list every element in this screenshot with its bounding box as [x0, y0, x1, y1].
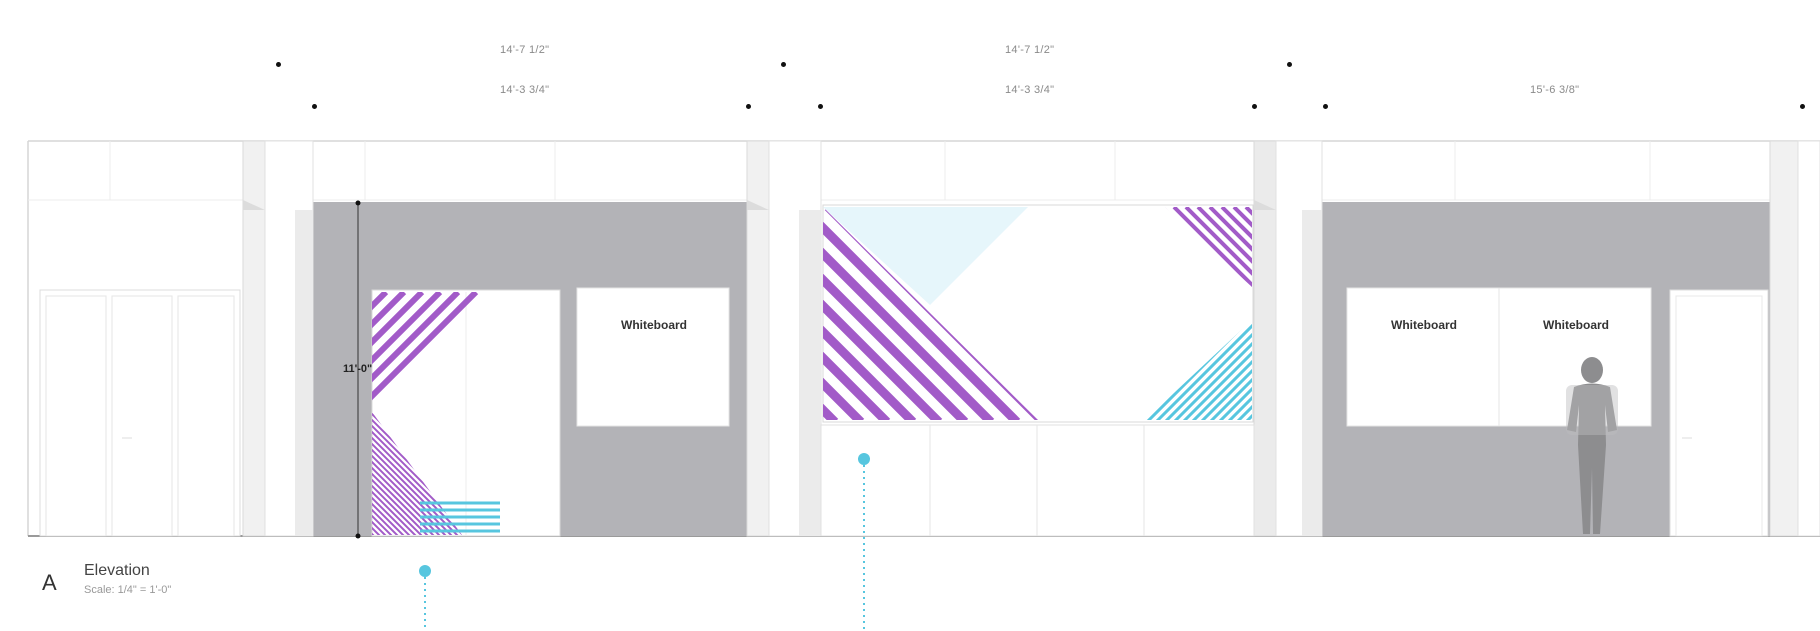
human-figure: [1566, 357, 1618, 534]
graphic-stripe: [372, 412, 423, 535]
graphic-stripe: [372, 292, 461, 405]
dim-dot: [1800, 104, 1805, 109]
graphic-stripe: [1172, 207, 1252, 287]
dimension-label-bottom-left: 14'-3 3/4": [500, 84, 550, 96]
dimension-label-bottom-center: 14'-3 3/4": [1005, 84, 1055, 96]
graphic-stripe: [1181, 320, 1252, 420]
graphic-stripe: [1220, 207, 1252, 287]
whiteboard-label-left: Whiteboard: [621, 318, 687, 332]
graphic-stripe: [372, 412, 447, 535]
dim-dot: [1323, 104, 1328, 109]
graphic-door-left: [371, 289, 561, 537]
graphic-stripe: [372, 412, 462, 535]
graphic-stripe: [1208, 207, 1252, 287]
graphic-stripe: [1208, 320, 1252, 420]
whiteboard-label-right-b: Whiteboard: [1543, 318, 1609, 332]
graphic-stripe: [823, 207, 891, 420]
graphic-stripe: [823, 207, 917, 420]
graphic-stripe: [823, 207, 969, 420]
dim-dot: [818, 104, 823, 109]
graphic-stripe: [1226, 320, 1252, 420]
graphic-stripe: [372, 292, 443, 405]
graphic-stripe: [823, 207, 943, 420]
dimension-label-top-center: 14'-7 1/2": [1005, 44, 1055, 56]
graphic-stripe: [372, 412, 399, 535]
graphic-stripe: [372, 412, 453, 535]
dim-dot: [1287, 62, 1292, 67]
left-double-door: [39, 289, 241, 537]
graphic-stripe: [1172, 320, 1252, 420]
graphic-stripe: [1217, 320, 1252, 420]
height-dimension: [355, 200, 361, 539]
pillar-center-left: [746, 140, 822, 537]
graphic-panel-center: [822, 204, 1254, 423]
pillar-center-right: [1253, 140, 1323, 537]
elevation-letter: A: [42, 570, 57, 595]
graphic-stripe: [823, 207, 995, 420]
dim-dot: [312, 104, 317, 109]
dimension-label-bottom-right: 15'-6 3/8": [1530, 84, 1580, 96]
graphic-stripe: [1196, 207, 1252, 287]
graphic-stripe: [1232, 207, 1252, 287]
graphic-stripe: [823, 207, 865, 420]
whiteboard-left: [576, 287, 730, 427]
callout-marker-left: [419, 565, 431, 631]
elevation-title: Elevation: [84, 562, 150, 579]
graphic-stripe: [372, 412, 429, 535]
dim-dot: [276, 62, 281, 67]
dim-dot: [746, 104, 751, 109]
graphic-stripe: [372, 292, 425, 405]
graphic-stripe: [372, 412, 405, 535]
graphic-stripe: [372, 412, 411, 535]
center-cabinets: [820, 424, 1255, 537]
graphic-stripe: [372, 292, 407, 405]
graphic-stripe: [372, 412, 441, 535]
pillar-right: [1769, 140, 1820, 537]
graphic-stripe: [372, 412, 435, 535]
graphic-stripe: [372, 412, 459, 535]
dim-dot: [1252, 104, 1257, 109]
graphic-stripe: [372, 292, 479, 405]
height-dimension-label: 11'-0": [343, 363, 373, 375]
elevation-scale: Scale: 1/4" = 1'-0": [84, 584, 172, 596]
graphic-stripe: [1199, 320, 1252, 420]
dimension-label-top-left: 14'-7 1/2": [500, 44, 550, 56]
graphic-stripe: [823, 207, 1021, 420]
graphic-stripe: [1163, 320, 1252, 420]
dim-dot: [781, 62, 786, 67]
graphic-stripe: [1190, 320, 1252, 420]
right-door: [1669, 289, 1769, 537]
graphic-stripe: [372, 412, 417, 535]
graphic-stripe: [1184, 207, 1252, 287]
callout-marker-center: [858, 453, 870, 631]
whiteboard-label-right-a: Whiteboard: [1391, 318, 1457, 332]
pillar-left: [242, 140, 314, 537]
graphic-stripe: [1154, 320, 1252, 420]
